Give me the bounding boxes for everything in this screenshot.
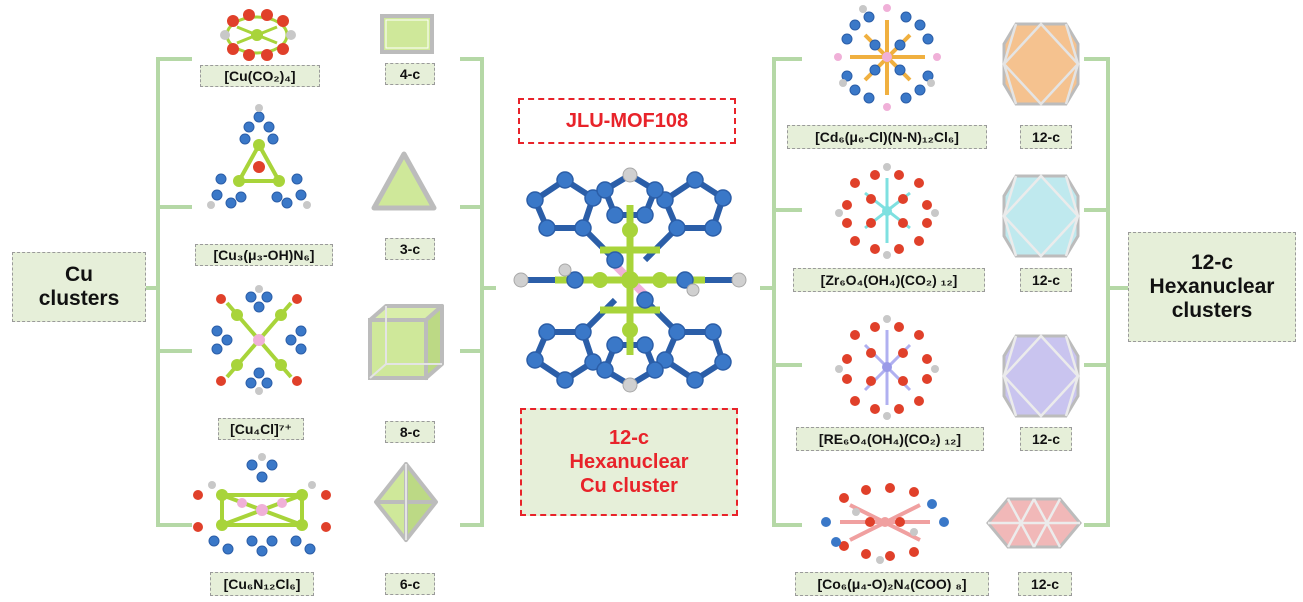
right-bracket-tick-2: [1084, 208, 1110, 212]
right-cluster-1-formula: [Cd₆(μ₆-Cl)(N-N)₁₂Cl₆]: [787, 125, 987, 149]
right-conn-3: 12-c: [1020, 427, 1072, 451]
right-bracket-spine: [1106, 57, 1110, 527]
left-bracket-spine: [156, 57, 160, 527]
left-cluster-2-formula: [Cu₃(μ₃-OH)N₆]: [195, 244, 333, 266]
center-left-bracket-stem: [484, 286, 496, 290]
center-right-bracket-tick-4: [772, 523, 802, 527]
right-bracket-tick-1: [1084, 57, 1110, 61]
cube-8c-shape: [368, 304, 444, 380]
caption-line-2: Hexanuclear: [569, 451, 689, 473]
hexanuclear-cu-cluster-image: [513, 167, 747, 393]
jlu-mof108-title-text: JLU-MOF108: [565, 110, 689, 132]
center-left-bracket-tick-2: [460, 205, 484, 209]
center-right-bracket-tick-1: [772, 57, 802, 61]
center-right-bracket-tick-3: [772, 363, 802, 367]
right-cluster-4-formula: [Co₆(μ₄-O)₂N₄(COO) ₈]: [795, 572, 989, 596]
cu-clusters-line1: Cu: [65, 262, 93, 286]
right-group-line2: Hexanuclear: [1149, 274, 1275, 298]
octahedron-6c-shape: [374, 462, 438, 542]
left-cluster-3-formula: [Cu₄Cl]⁷⁺: [218, 418, 304, 440]
left-bracket-stem: [146, 286, 158, 290]
jlu-mof108-title: JLU-MOF108: [518, 98, 736, 144]
right-cluster-2-formula: [Zr₆O₄(OH₄)(CO₂) ₁₂]: [793, 268, 985, 292]
left-conn-4: 6-c: [385, 573, 435, 595]
left-bracket-tick-1: [156, 57, 192, 61]
bicapped-prism-pink-shape: [986, 497, 1082, 549]
cu4cl-molecule-image: [211, 285, 307, 395]
square-4c-shape: [380, 14, 434, 54]
left-conn-3: 8-c: [385, 421, 435, 443]
cd6-cluster-molecule-image: [834, 4, 941, 111]
zr6-cluster-molecule-image: [835, 163, 939, 259]
right-bracket-tick-3: [1084, 363, 1110, 367]
caption-line-1: 12-c: [608, 427, 650, 449]
right-group-line1: 12-c: [1190, 250, 1234, 274]
center-right-bracket-tick-2: [772, 208, 802, 212]
center-right-bracket-spine: [772, 57, 776, 527]
center-left-bracket-tick-3: [460, 349, 484, 353]
left-bracket-tick-2: [156, 205, 192, 209]
left-conn-1: 4-c: [385, 63, 435, 85]
right-conn-1: 12-c: [1020, 125, 1072, 149]
center-right-bracket-stem: [760, 286, 774, 290]
cuboctahedron-orange-shape: [1002, 22, 1080, 106]
re6-cluster-molecule-image: [835, 315, 939, 420]
left-bracket-tick-3: [156, 349, 192, 353]
center-left-bracket-tick-4: [460, 523, 484, 527]
cu6n12cl6-molecule-image: [193, 453, 331, 557]
cu-clusters-line2: clusters: [38, 287, 120, 310]
cu-co2-4-molecule-image: [220, 9, 296, 61]
center-left-bracket-spine: [480, 57, 484, 527]
hexanuclear-cu-cluster-caption: 12-c Hexanuclear Cu cluster: [520, 408, 738, 516]
right-conn-4: 12-c: [1018, 572, 1072, 596]
triangle-3c-shape: [371, 151, 437, 211]
left-cluster-4-formula: [Cu₆N₁₂Cl₆]: [210, 572, 314, 596]
left-conn-2: 3-c: [385, 238, 435, 260]
cu3-oh-n6-molecule-image: [207, 104, 311, 209]
left-bracket-tick-4: [156, 523, 192, 527]
right-bracket-stem: [1110, 286, 1128, 290]
center-left-bracket-tick-1: [460, 57, 484, 61]
hexanuclear-clusters-label: 12-c Hexanuclear clusters: [1128, 232, 1296, 342]
cuboctahedron-cyan-shape: [1002, 174, 1080, 258]
caption-line-3: Cu cluster: [580, 475, 678, 497]
right-conn-2: 12-c: [1020, 268, 1072, 292]
cu-clusters-label: Cu clusters: [12, 252, 146, 322]
co6-cluster-molecule-image: [821, 483, 949, 564]
right-bracket-tick-4: [1084, 523, 1110, 527]
left-cluster-1-formula: [Cu(CO₂)₄]: [200, 65, 320, 87]
right-group-line3: clusters: [1171, 299, 1253, 323]
cuboctahedron-lavender-shape: [1002, 334, 1080, 418]
right-cluster-3-formula: [RE₆O₄(OH₄)(CO₂) ₁₂]: [796, 427, 984, 451]
